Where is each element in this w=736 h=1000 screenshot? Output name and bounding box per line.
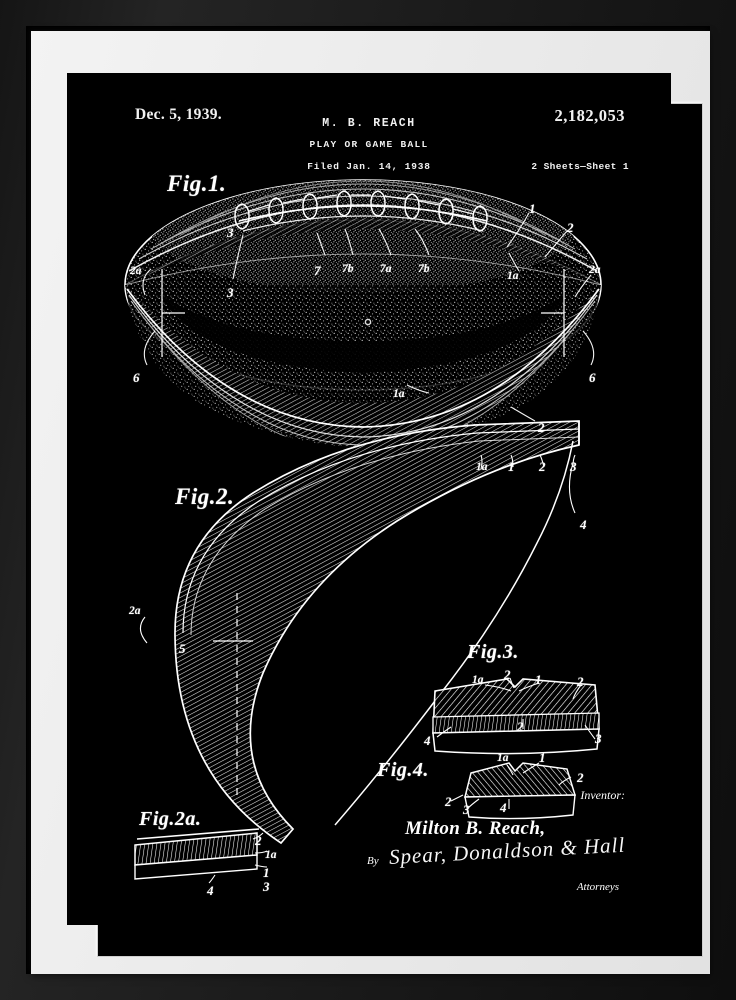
fig2-ref-numeral: 2a — [129, 605, 141, 617]
fig4-ref-numeral: 2 — [577, 770, 584, 785]
fig2a-top-edge — [136, 828, 260, 840]
by-label: By — [367, 855, 379, 867]
fig4-outer-ply — [464, 762, 577, 798]
patent-print: Dec. 5, 1939. 2,182,053 M. B. REACH PLAY… — [67, 73, 671, 925]
fig1-ref-numeral: 7b — [342, 263, 354, 275]
fig2-panel-outline — [174, 420, 580, 845]
fig3-ref-numeral: 4 — [424, 733, 431, 748]
fig4-ref-numeral: 1 — [539, 750, 546, 765]
fig3-ref-numeral: 2 — [517, 719, 524, 734]
fig1-lacing — [234, 190, 488, 232]
patent-date: Dec. 5, 1939. — [135, 106, 222, 123]
fig2-ref-numeral: 1a — [476, 461, 488, 473]
fig2a-ref-numeral: 4 — [207, 883, 214, 898]
fig1-ref-numeral: 3 — [227, 285, 234, 300]
fig4-ref-numeral: 1a — [497, 752, 509, 764]
fig3-ref-numeral: 3 — [595, 731, 602, 746]
fig2-tail-curve — [334, 440, 574, 826]
fig2-ref-numeral: 1 — [508, 459, 515, 474]
fig2a-ref-numeral: 2 — [255, 833, 262, 848]
fig2-ref-numeral: 2 — [539, 459, 546, 474]
fig1-ref-numeral: 7b — [418, 263, 430, 275]
fig1-ref-numeral: 2a — [589, 264, 601, 276]
fig1-ref-numeral: 1a — [393, 388, 405, 400]
fig2-caption: Fig.2. — [175, 484, 235, 509]
fig2-ref-numeral: 5 — [179, 641, 186, 656]
patent-title: PLAY OR GAME BALL — [309, 139, 429, 150]
fig4-section — [450, 762, 577, 820]
fig1-center-mark — [364, 318, 372, 326]
fig2a-caption: Fig.2a. — [139, 808, 202, 830]
patent-filing-date: Filed Jan. 14, 1938 — [307, 161, 431, 172]
inventor-label: Inventor: — [580, 788, 625, 802]
fig4-caption: Fig.4. — [377, 759, 429, 781]
fig1-end-seams — [161, 269, 565, 357]
patent-drawing-artwork — [124, 179, 602, 884]
fig1-ref-numeral: 7a — [380, 263, 392, 275]
fig3-leader-lines — [436, 677, 596, 740]
fig1-ref-numeral: 6 — [589, 370, 596, 385]
fig4-ref-numeral: 2 — [445, 794, 452, 809]
fig2-ref-numeral: 3 — [570, 459, 577, 474]
fig4-ref-numeral: 3 — [463, 802, 470, 817]
fig3-inner-cavity — [432, 728, 600, 755]
fig3-ref-numeral: 2 — [504, 667, 511, 682]
inventor-signature: Milton B. Reach, — [405, 818, 546, 839]
fig3-ref-numeral: 1a — [472, 674, 484, 686]
fig2-leader-lines — [139, 454, 576, 644]
patent-number: 2,182,053 — [554, 106, 625, 125]
patent-sheet-count: 2 Sheets—Sheet 1 — [531, 161, 629, 172]
fig3-section — [432, 677, 600, 755]
fig2a-lower-ply — [134, 854, 258, 880]
fig1-ref-numeral: 6 — [133, 370, 140, 385]
fig2-panel — [139, 420, 580, 845]
fig1-ref-numeral: 2a — [130, 265, 142, 277]
fig2a-ref-numeral: 3 — [263, 879, 270, 894]
fig1-ref-numeral: 2 — [538, 420, 545, 435]
fig3-ref-numeral: 2 — [577, 674, 584, 689]
fig3-ref-numeral: 1 — [535, 672, 542, 687]
fig2a-section — [134, 828, 268, 884]
fig1-football — [124, 179, 602, 447]
fig1-ref-numeral: 1a — [507, 270, 519, 282]
fig1-leader-lines — [142, 212, 595, 422]
fig2a-ref-numeral: 1a — [265, 849, 277, 861]
fig4-ref-numeral: 4 — [500, 800, 507, 815]
fig4-leader-lines — [450, 762, 572, 810]
fig2a-leader-lines — [208, 832, 268, 884]
fig2-ref-numeral: 4 — [580, 517, 587, 532]
fig1-caption: Fig.1. — [167, 171, 227, 196]
fig3-caption: Fig.3. — [467, 641, 519, 663]
patent-inventor-line: M. B. REACH — [322, 117, 416, 130]
fig1-ref-numeral: 3 — [227, 225, 234, 240]
fig2a-ref-numeral: 1 — [263, 865, 270, 880]
fig1-ref-numeral: 1 — [529, 201, 536, 216]
fig1-ref-numeral: 7 — [314, 263, 321, 278]
fig1-ref-numeral: 2 — [567, 220, 574, 235]
attorneys-label: Attorneys — [576, 881, 619, 893]
fig1-ball-cavity — [159, 293, 567, 373]
fig4-inner-cavity — [464, 794, 576, 820]
